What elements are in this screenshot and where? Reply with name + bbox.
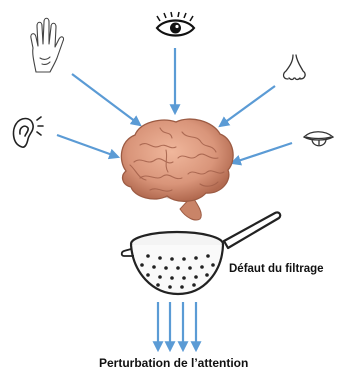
arrow-hand-to-brain (72, 74, 140, 125)
brain-image (121, 119, 233, 220)
filter-defect-label: Défaut du filtrage (229, 263, 324, 275)
arrow-mouth-to-brain (232, 143, 292, 163)
output-arrows (158, 302, 196, 350)
ear-icon (14, 117, 43, 147)
attention-disruption-label: Perturbation de l’attention (99, 356, 239, 370)
eye-icon (157, 12, 194, 36)
hand-icon (31, 18, 64, 72)
arrow-ear-to-brain (57, 135, 118, 157)
arrow-nose-to-brain (220, 86, 275, 126)
nose-icon (284, 55, 306, 80)
strainer-image (122, 212, 280, 294)
mouth-icon (304, 132, 333, 146)
